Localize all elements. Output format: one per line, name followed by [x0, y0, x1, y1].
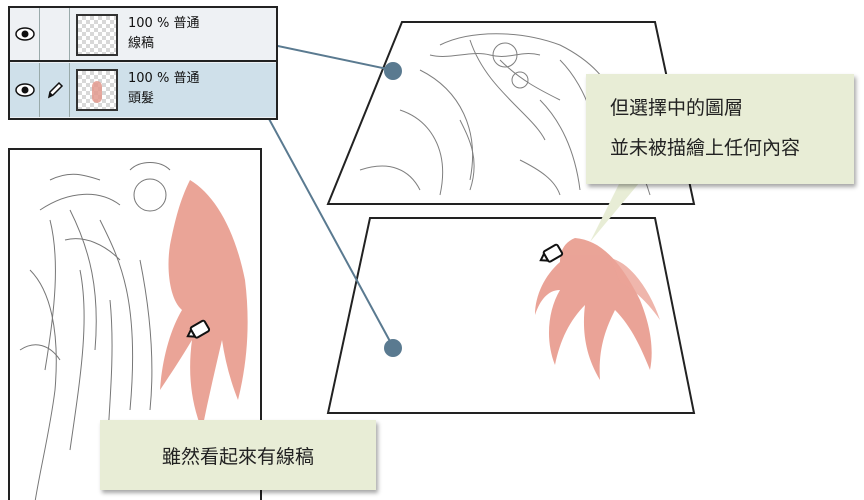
layer-meta: 100 % 普通 線稿: [128, 14, 199, 54]
pen-cursor-icon: [186, 319, 211, 339]
layer-row-hair[interactable]: 100 % 普通 頭髮: [10, 63, 276, 117]
canvas-artwork: [19, 162, 248, 500]
callout-right-line1: 但選擇中的圖層: [610, 97, 744, 119]
layer-name: 線稿: [128, 36, 155, 51]
visibility-toggle[interactable]: [10, 63, 40, 117]
layer-panel: 100 % 普通 線稿 100 % 普通: [8, 6, 278, 120]
edit-lock-cell[interactable]: [40, 63, 70, 117]
connector-dot-hair: [384, 339, 402, 357]
callout-right: 但選擇中的圖層 並未被描繪上任何內容: [586, 74, 854, 184]
layer-meta: 100 % 普通 頭髮: [128, 69, 199, 109]
layer-blend: 普通: [173, 71, 200, 86]
hair-strokes-right: [535, 238, 660, 380]
pen-cursor-icon: [539, 243, 564, 263]
callout-left: 雖然看起來有線稿: [100, 420, 376, 490]
eye-icon: [14, 27, 35, 41]
layer-thumbnail: [76, 69, 118, 111]
layer-opacity: 100 %: [128, 16, 170, 31]
layer-blend: 普通: [173, 16, 200, 31]
hair-strokes-left: [160, 180, 248, 430]
eye-icon: [14, 83, 35, 97]
edit-lock-cell[interactable]: [40, 8, 70, 60]
layer-opacity: 100 %: [128, 71, 170, 86]
layer-row-lineart[interactable]: 100 % 普通 線稿: [10, 8, 276, 62]
callout-right-line2: 並未被描繪上任何內容: [610, 137, 801, 159]
callout-right-pointer: [590, 182, 640, 242]
layer-thumbnail: [76, 14, 118, 56]
visibility-toggle[interactable]: [10, 8, 40, 60]
callout-left-text: 雖然看起來有線稿: [161, 445, 314, 468]
connector-dot-lineart: [384, 62, 402, 80]
connector-hair: [255, 94, 393, 346]
layer-name: 頭髮: [128, 91, 155, 106]
pen-icon: [47, 81, 63, 99]
